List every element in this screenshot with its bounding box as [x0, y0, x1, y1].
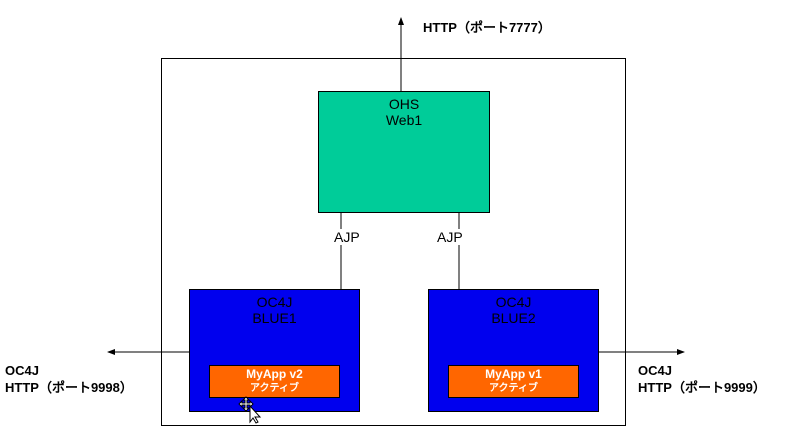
left-oc4j-text: OC4J	[5, 363, 39, 378]
blue1-instance: BLUE1	[252, 310, 297, 326]
blue1-app-state: アクティブ	[250, 383, 299, 394]
blue1-title: OC4J	[256, 294, 293, 310]
left-port-text: HTTP（ポート9998）	[5, 380, 133, 395]
blue2-app-name: MyApp v1	[485, 367, 542, 381]
top-http-label: HTTP（ポート7777）	[423, 20, 551, 35]
blue1-app-box: MyApp v2 アクティブ	[209, 365, 340, 398]
blue2-app-box: MyApp v1 アクティブ	[448, 365, 579, 398]
right-port-text: HTTP（ポート9999）	[638, 380, 766, 395]
right-http-label: OC4J HTTP（ポート9999）	[638, 362, 766, 396]
left-http-label: OC4J HTTP（ポート9998）	[5, 362, 133, 396]
move-cursor-icon	[238, 396, 262, 424]
blue2-title: OC4J	[495, 294, 532, 310]
ajp-right-label: AJP	[437, 229, 463, 245]
ohs-web1-box: OHS Web1	[318, 91, 490, 213]
blue2-app-state: アクティブ	[489, 383, 538, 394]
ohs-instance: Web1	[385, 112, 423, 128]
blue1-app-name: MyApp v2	[246, 367, 303, 381]
ajp-left-label: AJP	[334, 229, 360, 245]
oc4j-blue2-box: OC4J BLUE2 MyApp v1 アクティブ	[428, 289, 599, 412]
ohs-title: OHS	[388, 96, 420, 112]
blue2-instance: BLUE2	[491, 310, 536, 326]
right-oc4j-text: OC4J	[638, 363, 672, 378]
oc4j-blue1-box: OC4J BLUE1 MyApp v2 アクティブ	[189, 289, 360, 412]
